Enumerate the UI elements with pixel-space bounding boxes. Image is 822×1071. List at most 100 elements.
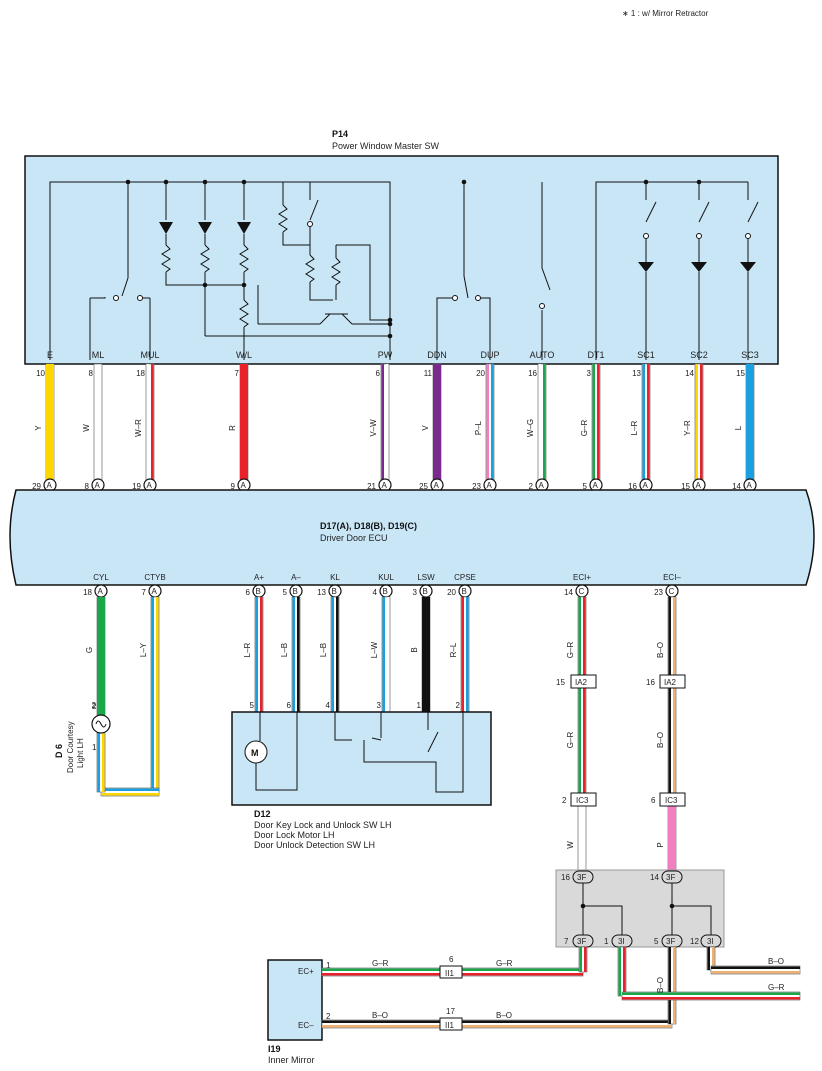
top-wire-4-base bbox=[381, 364, 384, 480]
junction-dots bbox=[580, 903, 675, 909]
top-wire-7-stripe bbox=[543, 364, 546, 480]
eci-plus-lower-color: G–R bbox=[566, 732, 575, 749]
bottom-wire-5-base bbox=[382, 597, 385, 712]
d12-line3: Door Unlock Detection SW LH bbox=[254, 840, 375, 850]
ecp-wire-a-base bbox=[322, 968, 440, 971]
top-wire-epin-7: 2 bbox=[529, 482, 534, 491]
top-wire-epin-4: 21 bbox=[367, 482, 376, 491]
p14-terminal-4: PW bbox=[378, 350, 393, 360]
p14-terminal-9: SC1 bbox=[637, 350, 655, 360]
door-courtesy-light: D 6 Door Courtesy Light LH 2 1 bbox=[54, 702, 111, 773]
top-wire-epin-2: 19 bbox=[132, 482, 141, 491]
bottom-ecu-9: ECI– bbox=[663, 573, 681, 582]
p14-terminal-6: DUP bbox=[480, 350, 499, 360]
bottom-wire-color-4: L–B bbox=[319, 643, 328, 657]
ecm-color-b: B–O bbox=[496, 1011, 512, 1020]
p14-code: P14 bbox=[332, 129, 348, 139]
top-wire-6-stripe bbox=[491, 364, 494, 480]
ii1-bottom bbox=[439, 1017, 463, 1031]
top-wire-pin-8: 3 bbox=[587, 369, 592, 378]
j3f-pin5: 5 bbox=[654, 937, 659, 946]
j3i-pin1: 1 bbox=[604, 937, 609, 946]
bottom-wire-8-stripe bbox=[583, 597, 586, 675]
bottom-wire-6-fill bbox=[422, 597, 430, 712]
bottom-wire-5-stripe bbox=[387, 597, 390, 712]
j3i-1-down-base bbox=[618, 947, 621, 996]
ic3-left-out bbox=[577, 805, 587, 872]
ic3-left-label: IC3 bbox=[576, 796, 589, 805]
d6-return-vertical-stripe bbox=[102, 733, 105, 792]
bottom-wire-harness: CYLA18G2CTYBA7L–YA+B6L–R5A–B5L–B6KLB13L–… bbox=[83, 573, 681, 797]
p14-name: Power Window Master SW bbox=[332, 141, 440, 151]
bottom-wire-color-5: L–W bbox=[370, 641, 379, 658]
j3f-14: 3F bbox=[666, 873, 675, 882]
bottom-ecu-7: CPSE bbox=[454, 573, 476, 582]
top-wire-conn-4-letter: A bbox=[382, 481, 388, 490]
top-wire-conn-8-letter: A bbox=[593, 481, 599, 490]
bottom-wire-color-1: L–Y bbox=[139, 642, 148, 657]
top-wire-conn-9-letter: A bbox=[643, 481, 649, 490]
top-wire-pin-11: 15 bbox=[736, 369, 745, 378]
p14-terminal-0: E bbox=[47, 350, 53, 360]
top-wire-pin-1: 8 bbox=[89, 369, 94, 378]
top-wire-color-9: L–R bbox=[630, 420, 639, 435]
j3i-12-right-stripe bbox=[711, 971, 800, 974]
bottom-wire-8-base bbox=[578, 597, 581, 675]
bottom-dpin-0: 2 bbox=[92, 701, 97, 710]
ic3-right-out-color: P bbox=[656, 842, 665, 847]
ecm-wire-a-stripe bbox=[322, 1025, 440, 1028]
ecp-wire-a-stripe bbox=[322, 973, 440, 976]
top-wire-2-stripe bbox=[151, 364, 154, 480]
top-wire-9-base bbox=[642, 364, 645, 480]
i19-ecm: EC– bbox=[298, 1021, 314, 1030]
d12-line1: Door Key Lock and Unlock SW LH bbox=[254, 820, 392, 830]
top-wire-pin-9: 13 bbox=[632, 369, 641, 378]
j3i-12-right-base bbox=[711, 966, 800, 969]
top-wire-color-3: R bbox=[228, 425, 237, 431]
d12-code: D12 bbox=[254, 809, 271, 819]
top-wire-color-2: W–R bbox=[134, 419, 143, 437]
i19-code: I19 bbox=[268, 1044, 281, 1054]
bottom-pin-2: 6 bbox=[246, 588, 251, 597]
j3i-1-right bbox=[621, 991, 801, 1001]
bottom-dpin-2: 5 bbox=[250, 701, 255, 710]
bottom-ecu-5: KUL bbox=[378, 573, 394, 582]
bottom-wire-color-3: L–B bbox=[280, 643, 289, 657]
p14-terminal-5: DDN bbox=[427, 350, 447, 360]
ic3-connectors: IC3 IC3 2 6 bbox=[562, 792, 686, 807]
diode-icons bbox=[159, 222, 756, 272]
bottom-conn-4-letter: B bbox=[332, 587, 337, 596]
ecp-wire-up-base bbox=[579, 947, 582, 972]
p14-box bbox=[24, 155, 779, 365]
top-wire-8-base bbox=[592, 364, 595, 480]
d6-name2: Light LH bbox=[76, 738, 85, 768]
bottom-wire-color-2: L–R bbox=[243, 642, 252, 657]
top-wire-conn-6-letter: A bbox=[487, 481, 493, 490]
ecm-wire-a-base bbox=[322, 1020, 440, 1023]
j3f-pin7: 7 bbox=[564, 937, 569, 946]
d12-internal bbox=[244, 712, 464, 793]
top-wire-5-fill bbox=[433, 364, 441, 480]
top-wire-color-7: W–G bbox=[526, 419, 535, 437]
p14-terminal-8: DT1 bbox=[587, 350, 604, 360]
top-wire-color-10: Y–R bbox=[683, 420, 692, 436]
motor-icon: M bbox=[251, 748, 259, 758]
eci-minus-lower-color: B–O bbox=[656, 732, 665, 748]
ii1-bottom-label: II1 bbox=[445, 1021, 454, 1030]
bottom-wire-2-base bbox=[255, 597, 258, 712]
retractor-note: ∗ 1 : w/ Mirror Retractor bbox=[622, 9, 709, 18]
ecu-code: D17(A), D18(B), D19(C) bbox=[320, 521, 417, 531]
top-wire-epin-3: 9 bbox=[231, 482, 236, 491]
ia2-left-label: IA2 bbox=[575, 678, 588, 687]
ecp-color-b: G–R bbox=[496, 959, 513, 968]
p14-terminal-3: W/L bbox=[236, 350, 252, 360]
top-wire-3-fill bbox=[240, 364, 248, 480]
top-wire-2-base bbox=[146, 364, 149, 480]
d6-return-wire-base bbox=[101, 788, 159, 791]
out-color-bo: B–O bbox=[768, 957, 784, 966]
top-wire-conn-10-letter: A bbox=[696, 481, 702, 490]
bottom-dpin-7: 2 bbox=[456, 701, 461, 710]
